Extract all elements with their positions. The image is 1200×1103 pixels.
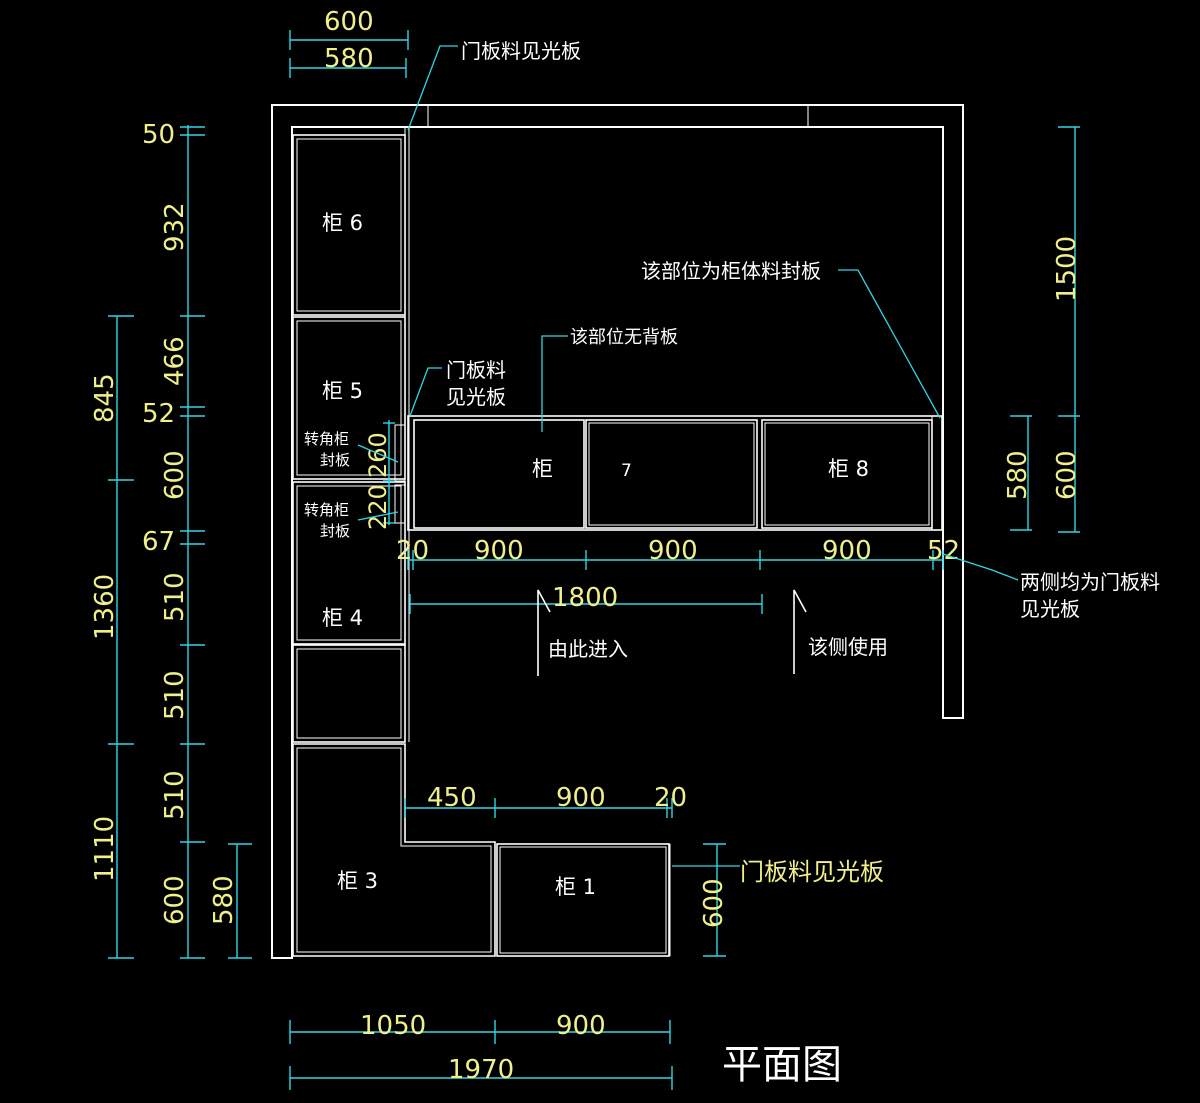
bottom-cabinets [292, 743, 671, 957]
label-cabinet-8: 柜 8 [828, 457, 869, 481]
cabinet-8-inner [764, 422, 930, 526]
dim-left-510b: 510 [160, 670, 190, 720]
dim-corner-220: 220 [364, 484, 392, 530]
note-use-side: 该侧使用 [808, 635, 888, 659]
note-both-sides-1: 两侧均为门板料 [1020, 570, 1160, 594]
top-dimensions [289, 30, 409, 78]
dim-far-1360: 1360 [90, 574, 120, 640]
dim-right-580: 580 [1003, 450, 1033, 500]
dim-left-50: 50 [142, 120, 175, 150]
corner-dimensions [383, 420, 395, 525]
dim-left-600a: 600 [160, 450, 190, 500]
dim-mid-20: 20 [396, 536, 429, 566]
entry-arrow-left [537, 589, 551, 676]
dim-mid-1800: 1800 [552, 583, 618, 613]
label-cabinet-1: 柜 1 [555, 875, 596, 899]
cabinet-7-right-inner [588, 422, 755, 526]
drawing-title: 平面图 [722, 1042, 842, 1088]
dim-mid-52: 52 [927, 536, 960, 566]
dim-mid-900b: 900 [648, 536, 698, 566]
entry-arrow-right [793, 589, 807, 674]
note-corner-seal-1a: 转角柜 [304, 430, 349, 448]
corner-seal-panels [394, 424, 406, 524]
lower-dimensions [404, 798, 726, 957]
label-cabinet-6: 柜 6 [322, 211, 363, 235]
dim-low-20: 20 [654, 783, 687, 813]
leader-door-visible-top [407, 45, 458, 131]
note-door-visible-top: 门板料见光板 [461, 39, 581, 63]
corner-seal-upper [394, 424, 406, 482]
middle-dimensions [407, 550, 944, 614]
dim-top-580: 580 [324, 44, 374, 74]
dim-right-600: 600 [1052, 450, 1082, 500]
note-body-seal: 该部位为柜体料封板 [641, 259, 821, 283]
dim-bottom-1970: 1970 [448, 1055, 514, 1085]
leader-door-visible-mid [409, 367, 442, 417]
cabinet-4-lower-inner [296, 648, 402, 739]
cabinet-4-upper-inner [296, 485, 402, 641]
leader-no-back [541, 335, 568, 432]
cabinet-3-inner [296, 747, 492, 953]
dim-mid-900a: 900 [474, 536, 524, 566]
cabinet-3 [292, 743, 496, 957]
dim-left-932: 932 [160, 202, 190, 252]
cabinet-7-left [413, 419, 585, 529]
cabinet-4-lower [292, 644, 406, 743]
label-cabinet-7b: 7 [621, 461, 632, 481]
label-cabinet-3: 柜 3 [337, 869, 378, 893]
outer-wall [271, 104, 964, 959]
cabinet-5-inner [296, 320, 402, 476]
leader-corner-seal-1 [357, 444, 399, 463]
room-walls [271, 104, 964, 959]
cabinet-7-right [585, 419, 758, 529]
dim-left-600b: 600 [160, 875, 190, 925]
dim-right-1500: 1500 [1052, 236, 1082, 302]
end-panel-right [931, 415, 943, 531]
dim-top-600: 600 [324, 7, 374, 37]
label-cabinet-7a: 柜 [532, 457, 553, 481]
note-door-visible-bottom: 门板料见光板 [740, 858, 884, 886]
dim-mid-900c: 900 [822, 536, 872, 566]
entry-markers [537, 589, 807, 676]
dim-low-450: 450 [427, 783, 477, 813]
dim-bottom-900: 900 [556, 1011, 606, 1041]
note-both-sides-2: 见光板 [1020, 597, 1080, 621]
corner-seal-lower [394, 484, 406, 524]
dim-far-845: 845 [90, 373, 120, 423]
dim-left-52: 52 [142, 399, 175, 429]
note-corner-seal-2b: 封板 [320, 522, 350, 540]
label-cabinet-5: 柜 5 [322, 379, 363, 403]
cabinet-1 [496, 843, 670, 957]
dim-left-510a: 510 [160, 572, 190, 622]
leader-corner-seal-2 [357, 511, 399, 521]
cabinet-6-inner [296, 138, 402, 312]
bottom-dimensions [289, 1020, 673, 1090]
dim-far-1110: 1110 [90, 816, 120, 882]
dim-left-580: 580 [209, 875, 239, 925]
dim-left-67: 67 [142, 527, 175, 557]
window-recess [427, 104, 809, 128]
leader-body-seal [838, 269, 941, 419]
note-door-visible-mid-2: 见光板 [446, 385, 506, 409]
right-dimensions [1010, 126, 1080, 533]
dim-cabinet-1-600: 600 [699, 878, 729, 928]
note-corner-seal-2a: 转角柜 [304, 501, 349, 519]
note-corner-seal-1b: 封板 [320, 451, 350, 469]
leader-both-sides [942, 553, 1019, 581]
cabinet-1-inner [499, 846, 667, 954]
leader-lines [357, 45, 1019, 867]
label-cabinet-4: 柜 4 [322, 606, 363, 630]
dim-left-466: 466 [160, 336, 190, 386]
middle-cabinet-row [407, 415, 943, 531]
dim-bottom-1050: 1050 [360, 1011, 426, 1041]
note-no-back: 该部位无背板 [570, 327, 678, 348]
dim-left-510c: 510 [160, 770, 190, 820]
dim-corner-260: 260 [364, 432, 392, 478]
dim-low-900: 900 [556, 783, 606, 813]
note-door-visible-mid-1: 门板料 [446, 358, 506, 382]
left-dimension-chain [108, 125, 252, 959]
note-enter: 由此进入 [548, 637, 628, 661]
